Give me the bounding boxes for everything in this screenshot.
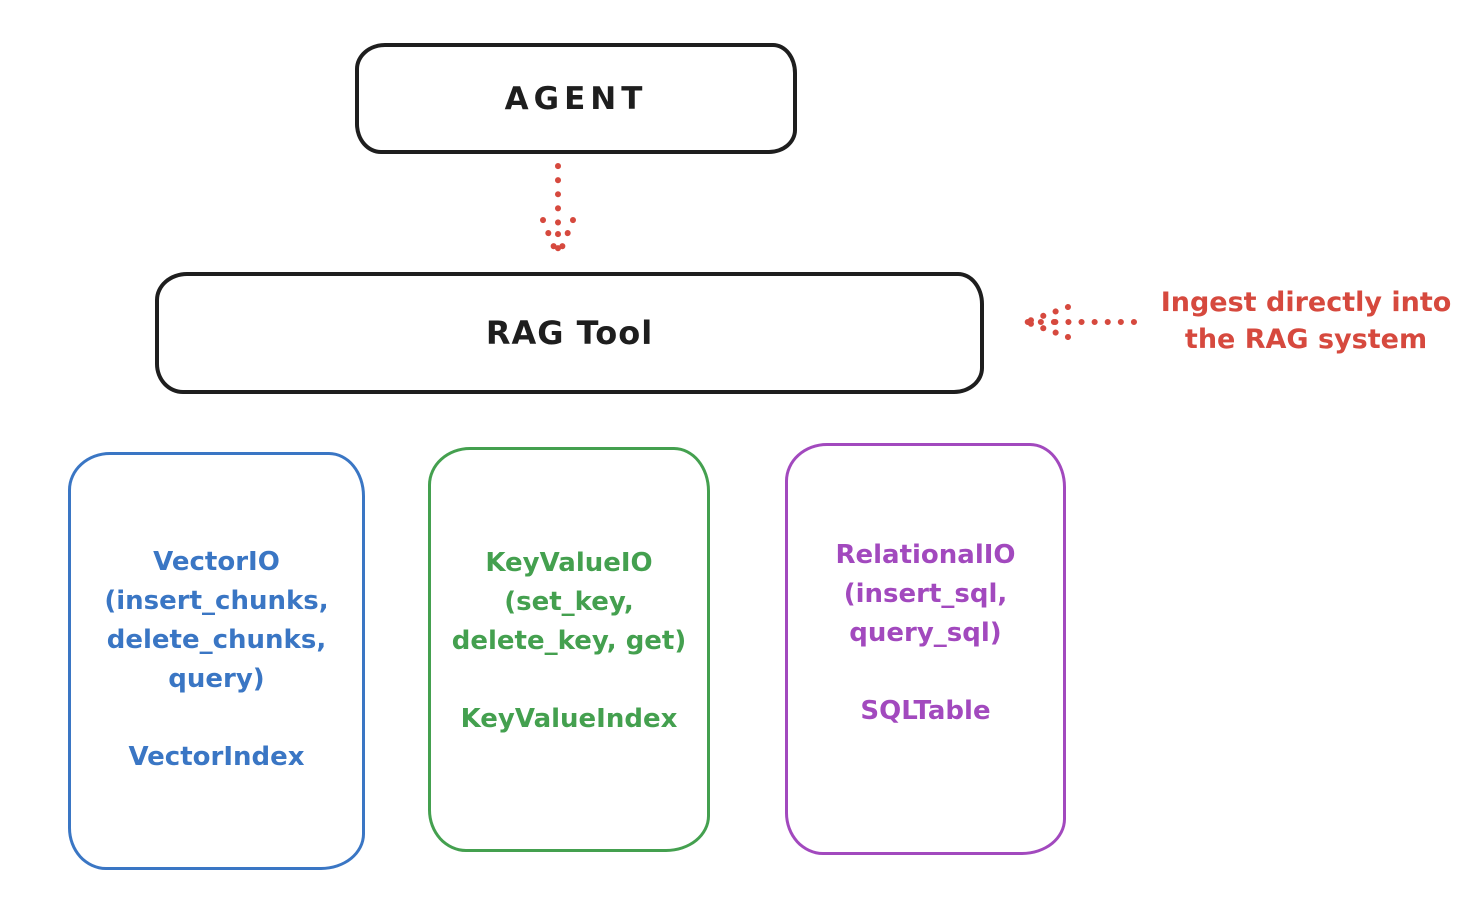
- agent-node: AGENT: [355, 43, 797, 154]
- vector-io-methods: VectorIO (insert_chunks, delete_chunks, …: [71, 543, 362, 699]
- store-line: (insert_chunks,: [104, 586, 329, 616]
- key-value-index-label: KeyValueIndex: [460, 704, 678, 734]
- ingest-annotation: Ingest directly into the RAG system: [1138, 284, 1474, 358]
- store-line: KeyValueIO: [485, 548, 653, 578]
- store-line: (insert_sql,: [843, 579, 1008, 609]
- rag-tool-label: RAG Tool: [485, 314, 654, 352]
- key-value-io-methods: KeyValueIO (set_key, delete_key, get): [431, 544, 707, 661]
- rag-tool-node: RAG Tool: [155, 272, 984, 394]
- key-value-io-box: KeyValueIO (set_key, delete_key, get) Ke…: [428, 447, 710, 852]
- vector-io-box: VectorIO (insert_chunks, delete_chunks, …: [68, 452, 365, 870]
- store-line: VectorIO: [153, 547, 280, 577]
- relational-io-box: RelationalIO (insert_sql, query_sql) SQL…: [785, 443, 1066, 855]
- store-line: delete_chunks,: [106, 625, 327, 655]
- store-line: query): [168, 664, 265, 694]
- vector-index-label: VectorIndex: [128, 742, 305, 772]
- ingest-annotation-line1: Ingest directly into: [1160, 287, 1452, 318]
- sql-table-label: SQLTable: [860, 696, 991, 726]
- ingest-annotation-line2: the RAG system: [1184, 324, 1428, 355]
- store-line: (set_key,: [504, 587, 634, 617]
- store-line: RelationalIO: [835, 540, 1016, 570]
- store-line: query_sql): [849, 618, 1002, 648]
- relational-io-methods: RelationalIO (insert_sql, query_sql): [788, 536, 1063, 653]
- agent-label: AGENT: [504, 80, 648, 117]
- dotted-arrow-left-icon: [1021, 304, 1137, 340]
- dotted-arrow-down-icon: [540, 163, 576, 261]
- store-line: delete_key, get): [451, 626, 687, 656]
